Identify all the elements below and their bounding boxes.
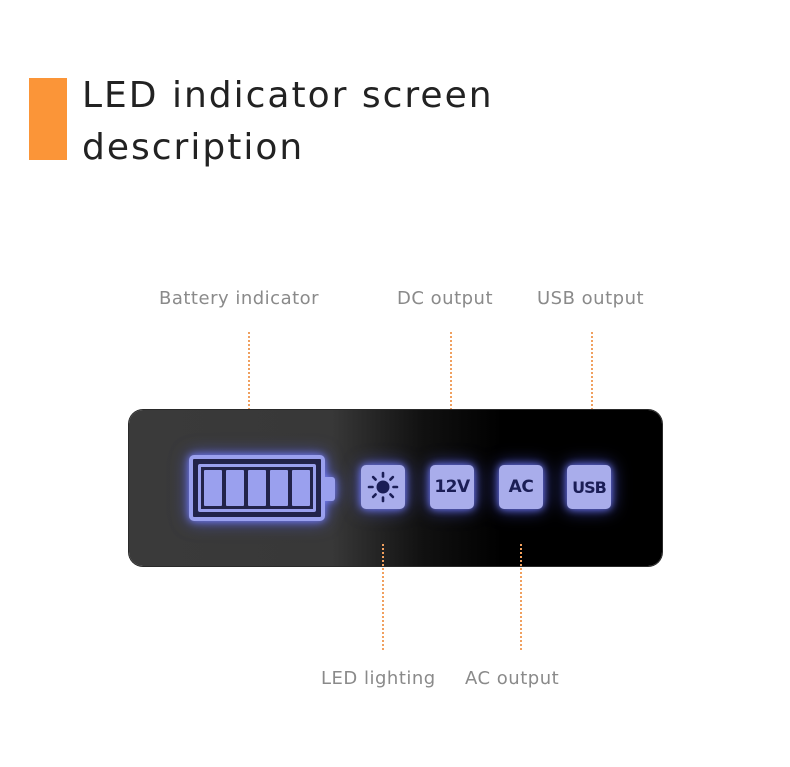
usb-output-label: USB output (537, 288, 645, 309)
led-lighting-leader (382, 544, 384, 650)
title-line-1: LED indicator screen (82, 75, 494, 116)
title-accent-bar (29, 78, 67, 160)
battery-tip (325, 477, 335, 501)
battery-cell (248, 470, 266, 506)
battery-indicator-label: Battery indicator (159, 288, 320, 309)
usb-output-indicator-text: USB (572, 477, 607, 497)
battery-cells (198, 464, 316, 512)
battery-icon (189, 455, 325, 521)
battery-cell (226, 470, 244, 506)
dc-output-leader (450, 332, 452, 438)
led-lighting-indicator (361, 465, 405, 509)
ac-output-indicator-text: AC (508, 477, 534, 497)
ac-output-indicator: AC (499, 465, 543, 509)
title-line-2: description (82, 127, 305, 168)
ac-output-label: AC output (465, 668, 560, 689)
usb-output-indicator: USB (567, 465, 611, 509)
dc-output-indicator-text: 12V (434, 477, 470, 497)
dc-output-label: DC output (397, 288, 494, 309)
battery-cell (292, 470, 310, 506)
sun-icon (367, 471, 399, 503)
page-title: LED indicator screen description (82, 70, 602, 174)
dc-output-indicator: 12V (430, 465, 474, 509)
battery-cell (204, 470, 222, 506)
usb-output-leader (591, 332, 593, 438)
led-lighting-label: LED lighting (321, 668, 436, 689)
battery-indicator-leader (248, 332, 250, 438)
battery-cell (270, 470, 288, 506)
ac-output-leader (520, 544, 522, 650)
